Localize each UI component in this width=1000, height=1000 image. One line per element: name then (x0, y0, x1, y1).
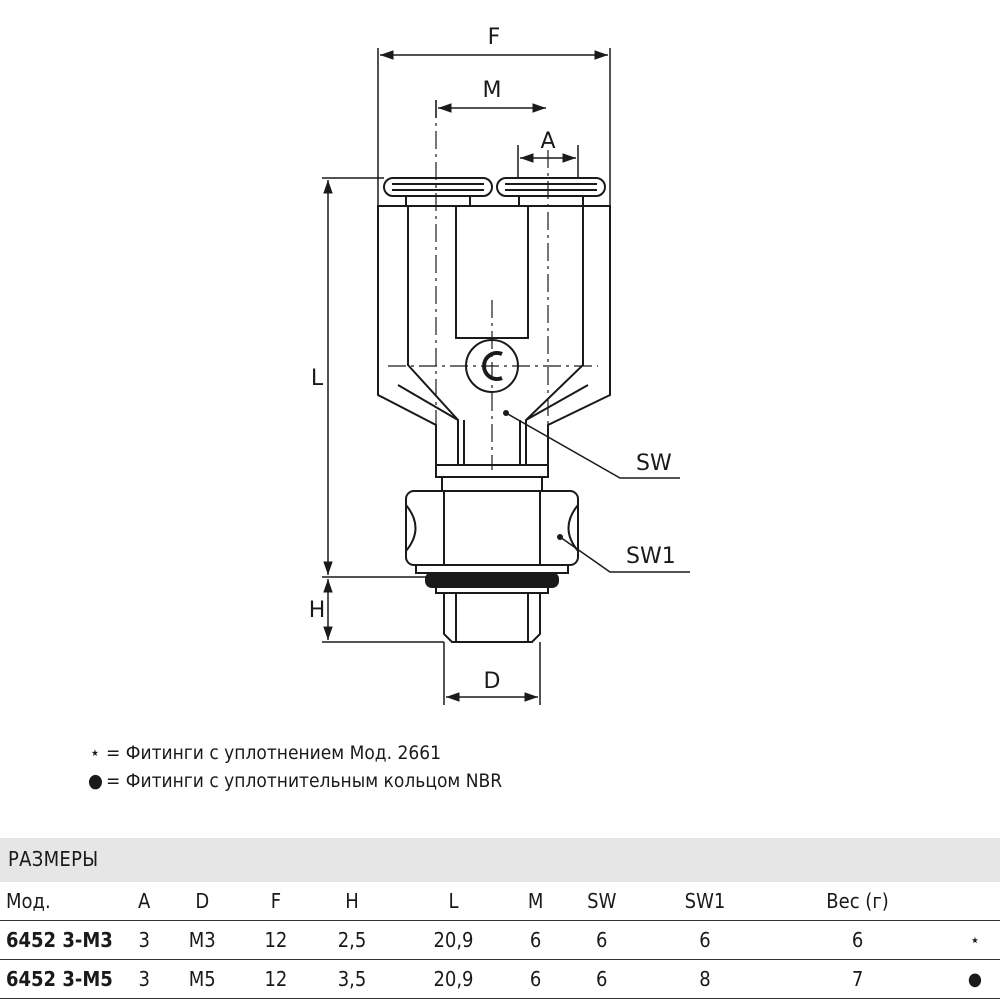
thread (443, 592, 541, 643)
label-D: D (484, 669, 501, 694)
table-row: 6452 3-M5 3 M5 12 3,5 20,9 6 6 8 7 ● (0, 959, 1000, 999)
table-header-row: Мод. A D F H L M SW SW1 Вес (г) (0, 882, 1000, 921)
legend-star-text: = Фитинги с уплотнением Мод. 2661 (106, 742, 441, 764)
label-SW: SW (636, 451, 672, 476)
dot-icon: ● (950, 959, 1000, 999)
col-header: SW1 (644, 882, 766, 921)
leader-SW (505, 412, 680, 479)
right-collet (496, 177, 606, 197)
table-title-bar (0, 838, 1000, 882)
label-M: M (483, 78, 502, 103)
table-cell: 6452 3-M5 (0, 959, 126, 999)
col-header: SW (558, 882, 645, 921)
col-header: M (512, 882, 559, 921)
table-cell: 3 (126, 920, 163, 960)
star-icon: ⋆ (950, 920, 1000, 960)
col-header: D (162, 882, 243, 921)
col-header: Вес (г) (765, 882, 950, 921)
dimensions-table: Мод. A D F H L M SW SW1 Вес (г) 6452 3-M… (0, 882, 1000, 999)
star-icon: ⋆ (89, 742, 101, 764)
table-cell: 3,5 (309, 959, 395, 999)
table-cell: 7 (765, 959, 950, 999)
table-cell: 6 (512, 959, 559, 999)
table-cell: 6 (558, 959, 645, 999)
label-SW1: SW1 (626, 544, 676, 569)
table-cell: 3 (126, 959, 163, 999)
table-cell: 6 (512, 920, 559, 960)
left-collet (383, 177, 493, 197)
col-header: A (126, 882, 163, 921)
table-cell: 2,5 (309, 920, 395, 960)
leader-SW1 (559, 536, 690, 573)
table-cell: 12 (242, 959, 310, 999)
table-cell: M3 (162, 920, 243, 960)
table-cell: 6 (558, 920, 645, 960)
legend-dot: ●= Фитинги с уплотнительным кольцом NBR (88, 769, 502, 793)
label-L: L (311, 366, 324, 391)
label-A: A (540, 129, 555, 154)
table-cell: 20,9 (394, 959, 513, 999)
table-cell: 12 (242, 920, 310, 960)
y-body (377, 205, 611, 466)
legend-dot-text: = Фитинги с уплотнительным кольцом NBR (106, 770, 503, 792)
col-header: F (242, 882, 310, 921)
table-cell: M5 (162, 959, 243, 999)
col-header: Мод. (0, 882, 126, 921)
col-header (950, 882, 1000, 921)
label-F: F (488, 25, 501, 50)
legend-star: ⋆= Фитинги с уплотнением Мод. 2661 (88, 741, 441, 765)
table-cell: 6452 3-M3 (0, 920, 126, 960)
table-cell: 6 (765, 920, 950, 960)
col-header: H (309, 882, 395, 921)
table-row: 6452 3-M3 3 M3 12 2,5 20,9 6 6 6 6 ⋆ (0, 920, 1000, 960)
label-H: H (309, 598, 326, 623)
table-title: РАЗМЕРЫ (8, 847, 99, 871)
table-cell: 6 (644, 920, 766, 960)
hex-nut (405, 490, 579, 566)
o-ring (425, 572, 559, 588)
fitting-technical-drawing: F M A L H D SW SW1 (309, 25, 690, 705)
col-header: L (394, 882, 513, 921)
table-cell: 20,9 (394, 920, 513, 960)
table-cell: 8 (644, 959, 766, 999)
dot-icon: ● (88, 770, 103, 792)
